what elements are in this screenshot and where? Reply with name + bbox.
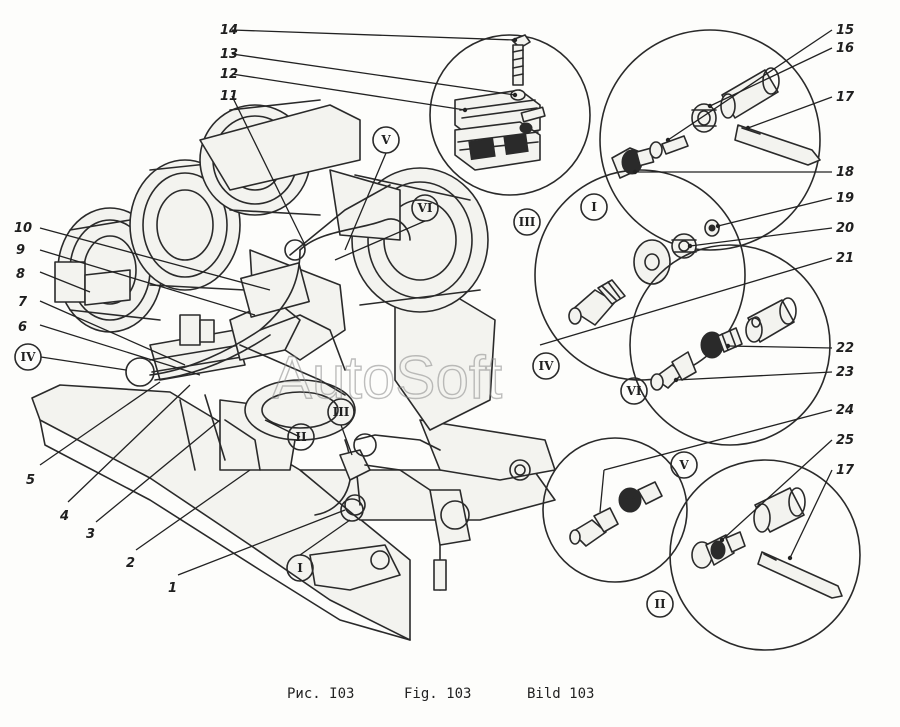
- label-part-4: 4: [59, 509, 69, 524]
- label-part-3: 3: [86, 527, 95, 542]
- label-part-22: 22: [836, 341, 854, 356]
- label-part-7: 7: [18, 295, 28, 310]
- brake-lines: [149, 184, 411, 516]
- label-part-2: 2: [126, 556, 135, 571]
- label-part-14: 14: [220, 23, 238, 38]
- label-part-6: 6: [18, 320, 27, 335]
- caption-de: Bild 103: [527, 686, 595, 702]
- leader-dots: [462, 37, 793, 561]
- part-number-labels: 1 2 3 4 5 6 7 8 9 10 11 12 13 14 15 16 1…: [14, 23, 855, 596]
- marker-III-detail: III: [519, 215, 536, 229]
- label-part-18: 18: [836, 165, 854, 180]
- watermark: AutoSoft: [272, 344, 502, 411]
- marker-V-main: V: [380, 133, 391, 147]
- housing: [54, 104, 401, 306]
- label-part-12: 12: [220, 67, 238, 82]
- marker-II-main: II: [295, 430, 307, 444]
- detail-circle-I: [599, 29, 821, 251]
- label-part-24: 24: [836, 403, 854, 418]
- caption-ru: Рис. I03: [287, 686, 355, 702]
- marker-VI-main: VI: [417, 201, 433, 215]
- marker-II-detail: II: [654, 597, 666, 611]
- caption-en: Fig. 103: [404, 686, 472, 702]
- detail-circle-II: [669, 459, 861, 651]
- label-part-15: 15: [836, 23, 854, 38]
- label-part-17-lower: 17: [836, 463, 855, 478]
- roman-marker-labels: V VI IV III II III I I IV VI V II: [21, 133, 690, 611]
- label-part-1: 1: [168, 581, 177, 596]
- valve-assembly: [339, 434, 471, 591]
- marker-I-detail: I: [591, 200, 597, 214]
- label-part-8: 8: [16, 267, 25, 282]
- label-part-16: 16: [836, 41, 854, 56]
- marker-I-main: I: [297, 561, 303, 575]
- detail-circle-V: [542, 437, 688, 583]
- marker-circles: [14, 126, 698, 618]
- label-part-19: 19: [836, 191, 854, 206]
- marker-III-main: III: [333, 405, 350, 419]
- label-part-10: 10: [14, 221, 32, 236]
- leader-lines: [39, 29, 833, 576]
- label-part-17: 17: [836, 90, 855, 105]
- label-part-23: 23: [836, 365, 854, 380]
- label-part-11: 11: [220, 89, 238, 104]
- label-part-5: 5: [26, 473, 35, 488]
- label-part-13: 13: [220, 47, 238, 62]
- label-part-9: 9: [16, 243, 25, 258]
- control-cluster: [149, 262, 356, 471]
- marker-IV-main: IV: [21, 350, 37, 364]
- label-part-20: 20: [836, 221, 854, 236]
- label-part-21: 21: [836, 251, 854, 266]
- marker-V-detail: V: [678, 458, 689, 472]
- marker-IV-detail: IV: [539, 359, 555, 373]
- detail-circle-VI: [629, 244, 831, 446]
- marker-VI-detail: VI: [626, 384, 642, 398]
- label-part-25: 25: [836, 433, 854, 448]
- detail-circle-III: [429, 34, 591, 196]
